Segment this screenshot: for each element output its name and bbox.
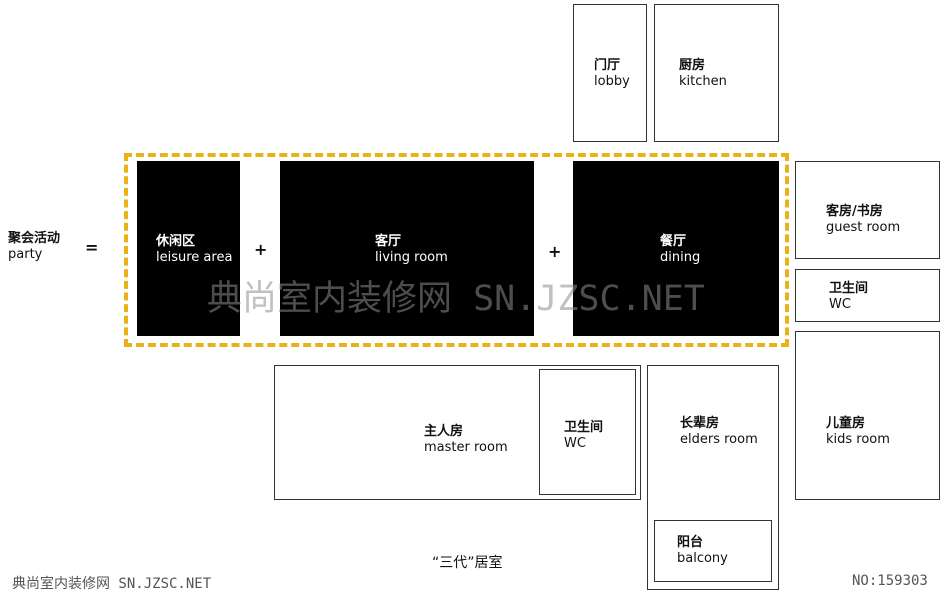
room-balcony-zh: 阳台 xyxy=(677,535,704,550)
party-label: 聚会活动 party xyxy=(8,231,60,262)
watermark-bottom-right: NO:159303 xyxy=(852,573,928,589)
room-wc-right-zh: 卫生间 xyxy=(829,281,869,296)
room-lobby-zh: 门厅 xyxy=(594,58,621,73)
room-dining-zh: 餐厅 xyxy=(660,234,687,249)
room-kitchen: 厨房 kitchen xyxy=(654,4,779,142)
room-elders-en: elders room xyxy=(680,431,758,447)
watermark-center: 典尚室内装修网 SN.JZSC.NET xyxy=(207,279,705,319)
room-living-zh: 客厅 xyxy=(375,234,402,249)
room-leisure-area: 休闲区 leisure area xyxy=(137,161,240,336)
room-dining-en: dining xyxy=(660,249,701,265)
room-wc-right-en: WC xyxy=(829,296,851,312)
room-wc-master: 卫生间 WC xyxy=(539,369,636,495)
room-lobby: 门厅 lobby xyxy=(573,4,647,142)
room-master: 主人房 master room 卫生间 WC xyxy=(274,365,641,500)
room-wc-master-en: WC xyxy=(564,435,586,451)
room-kids-en: kids room xyxy=(826,431,890,447)
room-guest-zh: 客房/书房 xyxy=(826,204,883,219)
party-zone-outline xyxy=(124,153,789,347)
room-balcony-en: balcony xyxy=(677,550,728,566)
room-dining: 餐厅 dining xyxy=(573,161,779,336)
party-label-en: party xyxy=(8,246,43,262)
room-master-zh: 主人房 xyxy=(424,424,464,439)
room-wc-right: 卫生间 WC xyxy=(795,269,940,322)
room-elders-zh: 长辈房 xyxy=(680,416,720,431)
plus-sign-1: + xyxy=(254,240,268,259)
room-kitchen-en: kitchen xyxy=(679,73,727,89)
room-lobby-en: lobby xyxy=(594,73,630,89)
room-leisure-en: leisure area xyxy=(156,249,233,265)
room-guest: 客房/书房 guest room xyxy=(795,161,940,259)
plus-sign-2: + xyxy=(548,242,562,261)
room-elders: 长辈房 elders room 阳台 balcony xyxy=(647,365,779,590)
caption: “三代”居室 xyxy=(432,555,503,571)
room-balcony: 阳台 balcony xyxy=(654,520,772,582)
room-kitchen-zh: 厨房 xyxy=(679,58,706,73)
room-leisure-zh: 休闲区 xyxy=(156,234,196,249)
room-master-en: master room xyxy=(424,439,508,455)
room-kids: 儿童房 kids room xyxy=(795,331,940,500)
room-guest-en: guest room xyxy=(826,219,901,235)
watermark-bottom-left: 典尚室内装修网 SN.JZSC.NET xyxy=(12,576,212,592)
equals-sign: = xyxy=(85,238,99,257)
party-label-zh: 聚会活动 xyxy=(8,231,61,246)
room-wc-master-zh: 卫生间 xyxy=(564,420,604,435)
room-living: 客厅 living room xyxy=(280,161,534,336)
room-living-en: living room xyxy=(375,249,448,265)
room-kids-zh: 儿童房 xyxy=(826,416,866,431)
